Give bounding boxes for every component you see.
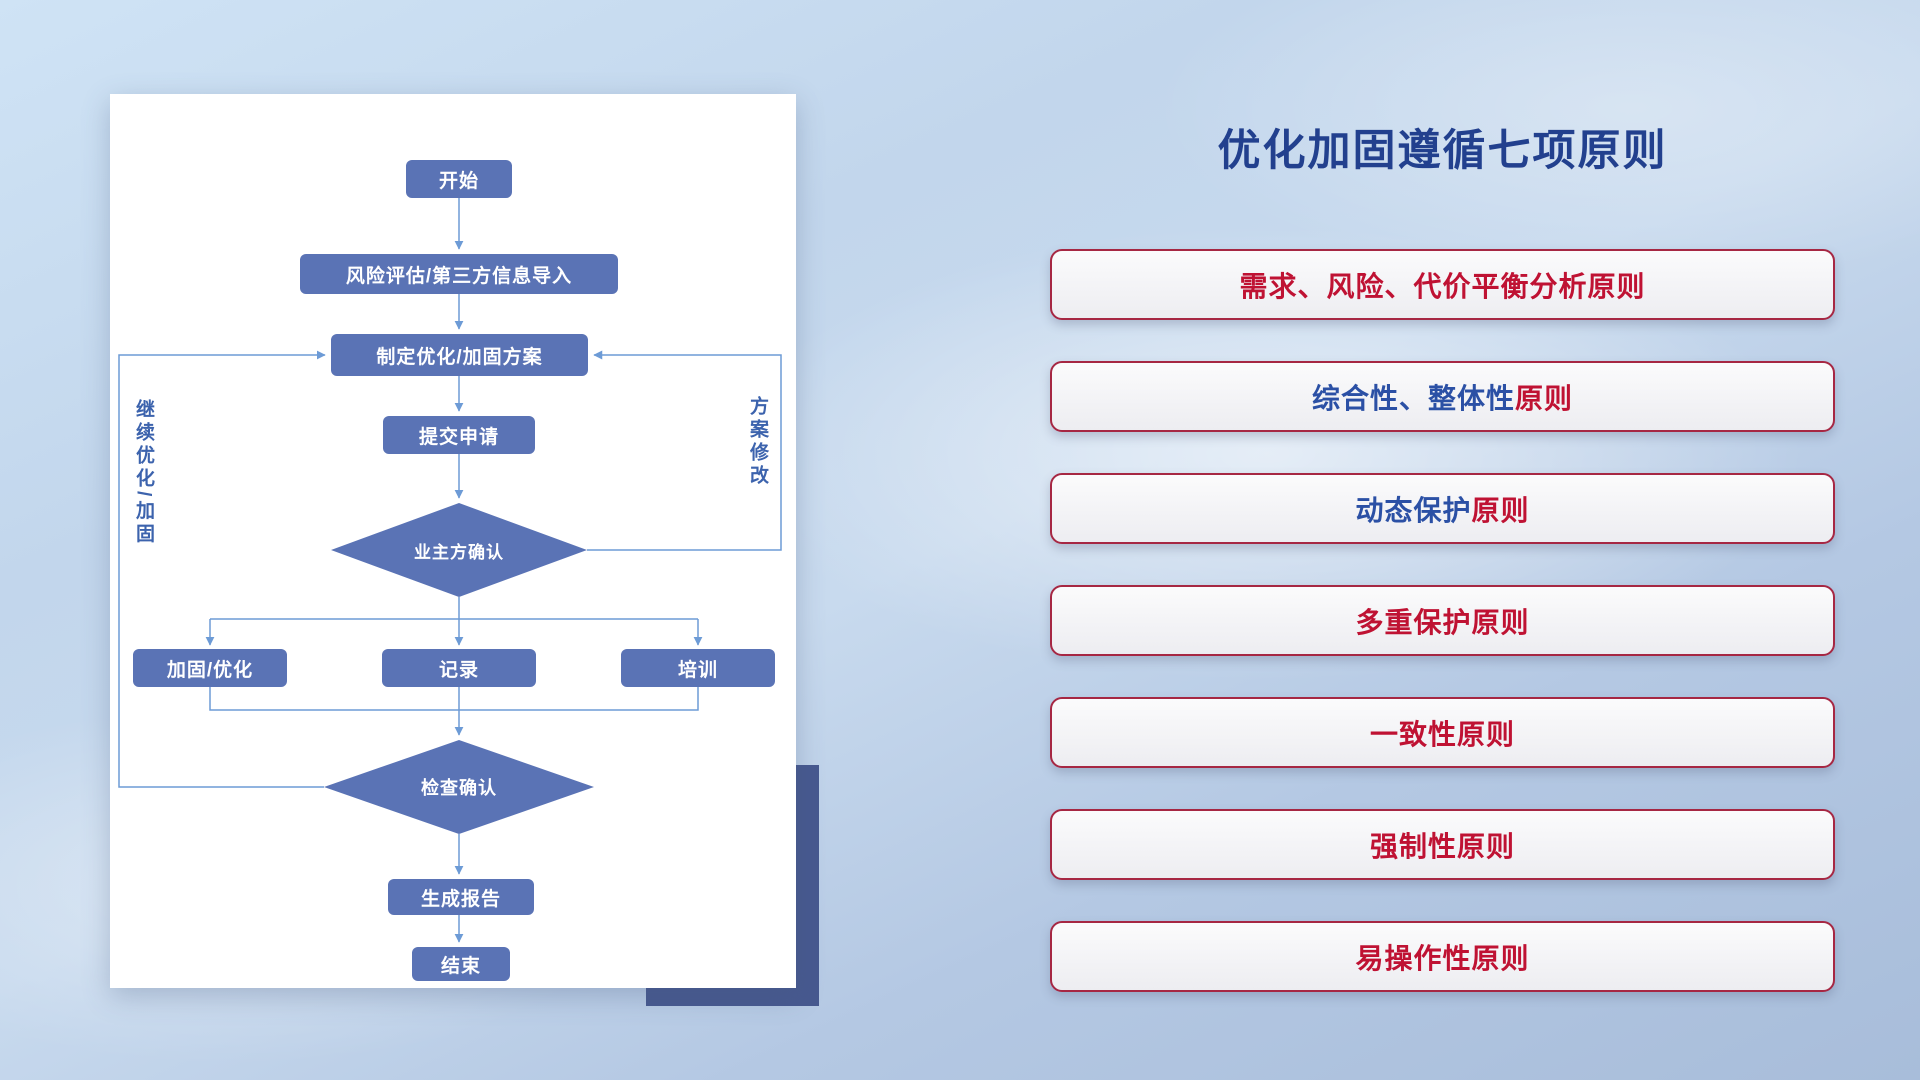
principle-text-segment: 动态保护 <box>1355 494 1472 526</box>
edge-label-plan-revise: 方案修改 <box>747 396 768 488</box>
flow-node-risk-assessment: 风险评估/第三方信息导入 <box>300 254 618 294</box>
flow-node-end: 结束 <box>412 947 510 981</box>
principle-pill: 综合性、整体性原则 <box>1050 361 1835 432</box>
principle-pill: 需求、风险、代价平衡分析原则 <box>1050 249 1835 320</box>
page-title: 优化加固遵循七项原则 <box>1217 127 1668 175</box>
flow-connectors <box>118 198 782 943</box>
principle-pill: 多重保护原则 <box>1050 585 1835 656</box>
principle-text-segment: 易操作性原则 <box>1355 942 1530 974</box>
principle-text-segment: 原则 <box>1515 382 1574 414</box>
principle-pill: 易操作性原则 <box>1050 921 1835 992</box>
principle-pill: 动态保护原则 <box>1050 473 1835 544</box>
principles-list: 需求、风险、代价平衡分析原则综合性、整体性原则动态保护原则多重保护原则一致性原则… <box>1050 249 1835 1033</box>
principle-text-segment: 原则 <box>1471 494 1530 526</box>
flow-node-harden-optimize: 加固/优化 <box>133 649 287 687</box>
flowchart-card: 开始 风险评估/第三方信息导入 制定优化/加固方案 提交申请 业主方确认 加固/… <box>110 94 796 988</box>
flow-node-start: 开始 <box>406 160 512 198</box>
principle-pill: 强制性原则 <box>1050 809 1835 880</box>
edge-label-continue-optimize: 继续优化/加固 <box>133 399 154 547</box>
flow-node-generate-report: 生成报告 <box>388 879 534 915</box>
principle-text-segment: 多重保护原则 <box>1355 606 1530 638</box>
flow-node-training: 培训 <box>621 649 775 687</box>
principle-text-segment: 综合性、整体性 <box>1311 382 1515 414</box>
principle-pill: 一致性原则 <box>1050 697 1835 768</box>
principle-text-segment: 强制性原则 <box>1369 830 1515 862</box>
principle-text-segment: 需求、风险、代价平衡分析原则 <box>1239 270 1646 302</box>
flow-node-submit-request: 提交申请 <box>383 416 535 454</box>
principle-text-segment: 一致性原则 <box>1369 718 1515 750</box>
flow-node-record: 记录 <box>382 649 536 687</box>
flow-node-make-plan: 制定优化/加固方案 <box>331 334 588 376</box>
